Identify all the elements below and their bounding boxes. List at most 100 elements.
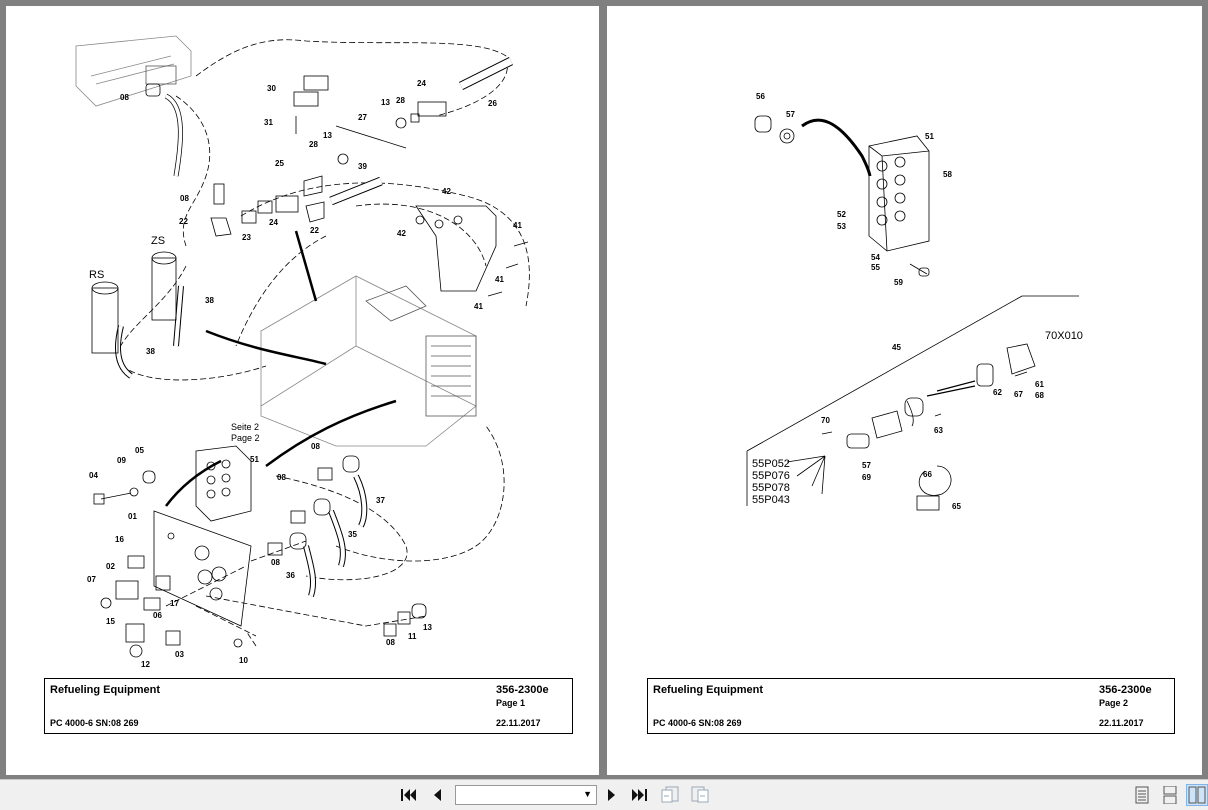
drawing-title: Refueling Equipment	[50, 684, 160, 696]
svg-text:01: 01	[128, 512, 137, 521]
previous-view-icon[interactable]	[659, 784, 681, 806]
svg-text:ZS: ZS	[151, 235, 165, 247]
svg-text:38: 38	[146, 347, 155, 356]
svg-text:13: 13	[323, 131, 332, 140]
svg-text:02: 02	[106, 562, 115, 571]
svg-text:17: 17	[170, 599, 179, 608]
model-label: PC 4000-6 SN:08 269	[653, 718, 742, 728]
svg-text:10: 10	[239, 656, 248, 665]
svg-text:22: 22	[179, 217, 188, 226]
document-page-2: 56 57 51 58 52 53 54 55 59 45 62 67 61 6…	[607, 6, 1202, 775]
svg-text:24: 24	[269, 218, 278, 227]
svg-text:13: 13	[381, 98, 390, 107]
svg-text:08: 08	[386, 638, 395, 647]
svg-text:38: 38	[205, 296, 214, 305]
svg-text:69: 69	[862, 473, 871, 482]
last-page-icon[interactable]	[629, 784, 651, 806]
date-label: 22.11.2017	[1099, 718, 1144, 728]
next-page-icon[interactable]	[601, 784, 623, 806]
svg-text:Seite 2: Seite 2	[231, 422, 259, 432]
svg-text:08: 08	[180, 194, 189, 203]
svg-text:36: 36	[286, 571, 295, 580]
svg-text:55P043: 55P043	[752, 494, 790, 506]
svg-text:27: 27	[358, 113, 367, 122]
svg-text:41: 41	[474, 302, 483, 311]
svg-text:05: 05	[135, 446, 144, 455]
svg-text:66: 66	[923, 470, 932, 479]
svg-text:22: 22	[310, 226, 319, 235]
title-block: Refueling Equipment 356-2300e Page 1 PC …	[44, 678, 573, 734]
date-label: 22.11.2017	[496, 718, 541, 728]
svg-text:24: 24	[417, 79, 426, 88]
svg-text:08: 08	[271, 558, 280, 567]
next-view-icon[interactable]	[689, 784, 711, 806]
svg-text:39: 39	[358, 162, 367, 171]
svg-text:54: 54	[871, 253, 880, 262]
chevron-down-icon: ▼	[583, 789, 592, 799]
svg-text:RS: RS	[89, 269, 104, 281]
svg-text:30: 30	[267, 84, 276, 93]
svg-text:16: 16	[115, 535, 124, 544]
svg-text:Page 2: Page 2	[231, 433, 260, 443]
parts-diagram-2: 56 57 51 58 52 53 54 55 59 45 62 67 61 6…	[746, 92, 1083, 511]
single-page-view-icon[interactable]	[1131, 784, 1153, 806]
svg-text:59: 59	[894, 278, 903, 287]
page-label: Page 2	[1099, 698, 1129, 708]
svg-text:11: 11	[408, 632, 417, 641]
page-select[interactable]: ▼	[455, 785, 597, 805]
svg-text:15: 15	[106, 617, 115, 626]
svg-text:42: 42	[397, 229, 406, 238]
svg-text:63: 63	[934, 426, 943, 435]
svg-text:57: 57	[786, 110, 795, 119]
svg-text:61: 61	[1035, 380, 1044, 389]
document-page-1: 08 30 31 27 28 13 24 26 13 28 25 39 08 2…	[6, 6, 599, 775]
first-page-icon[interactable]	[397, 784, 419, 806]
svg-text:07: 07	[87, 575, 96, 584]
svg-text:55: 55	[871, 263, 880, 272]
svg-text:67: 67	[1014, 390, 1023, 399]
svg-text:70: 70	[821, 416, 830, 425]
svg-text:26: 26	[488, 99, 497, 108]
parts-diagram-1: 08 30 31 27 28 13 24 26 13 28 25 39 08 2…	[75, 35, 530, 669]
svg-text:53: 53	[837, 222, 846, 231]
svg-text:51: 51	[250, 455, 259, 464]
svg-text:41: 41	[495, 275, 504, 284]
svg-text:58: 58	[943, 170, 952, 179]
svg-text:06: 06	[153, 611, 162, 620]
drawing-title: Refueling Equipment	[653, 684, 763, 696]
svg-text:55P076: 55P076	[752, 470, 790, 482]
svg-text:52: 52	[837, 210, 846, 219]
svg-text:57: 57	[862, 461, 871, 470]
prev-page-icon[interactable]	[426, 784, 448, 806]
svg-text:08: 08	[120, 93, 129, 102]
svg-text:56: 56	[756, 92, 765, 101]
svg-text:31: 31	[264, 118, 273, 127]
svg-text:62: 62	[993, 388, 1002, 397]
svg-text:23: 23	[242, 233, 251, 242]
document-number: 356-2300e	[496, 684, 549, 696]
page-label: Page 1	[496, 698, 526, 708]
model-label: PC 4000-6 SN:08 269	[50, 718, 139, 728]
svg-text:35: 35	[348, 530, 357, 539]
svg-text:09: 09	[117, 456, 126, 465]
svg-text:42: 42	[442, 187, 451, 196]
svg-text:08: 08	[311, 442, 320, 451]
svg-text:70X010: 70X010	[1045, 330, 1083, 342]
svg-text:28: 28	[309, 140, 318, 149]
svg-text:28: 28	[396, 96, 405, 105]
svg-text:25: 25	[275, 159, 284, 168]
svg-text:03: 03	[175, 650, 184, 659]
title-block: Refueling Equipment 356-2300e Page 2 PC …	[647, 678, 1175, 734]
svg-text:08: 08	[277, 473, 286, 482]
continuous-view-icon[interactable]	[1159, 784, 1181, 806]
svg-text:45: 45	[892, 343, 901, 352]
svg-text:55P052: 55P052	[752, 458, 790, 470]
svg-text:65: 65	[952, 502, 961, 511]
svg-text:68: 68	[1035, 391, 1044, 400]
svg-text:41: 41	[513, 221, 522, 230]
svg-text:12: 12	[141, 660, 150, 669]
facing-pages-view-icon[interactable]	[1186, 784, 1208, 806]
svg-text:04: 04	[89, 471, 98, 480]
navigation-toolbar: ▼	[0, 779, 1208, 810]
svg-text:37: 37	[376, 496, 385, 505]
